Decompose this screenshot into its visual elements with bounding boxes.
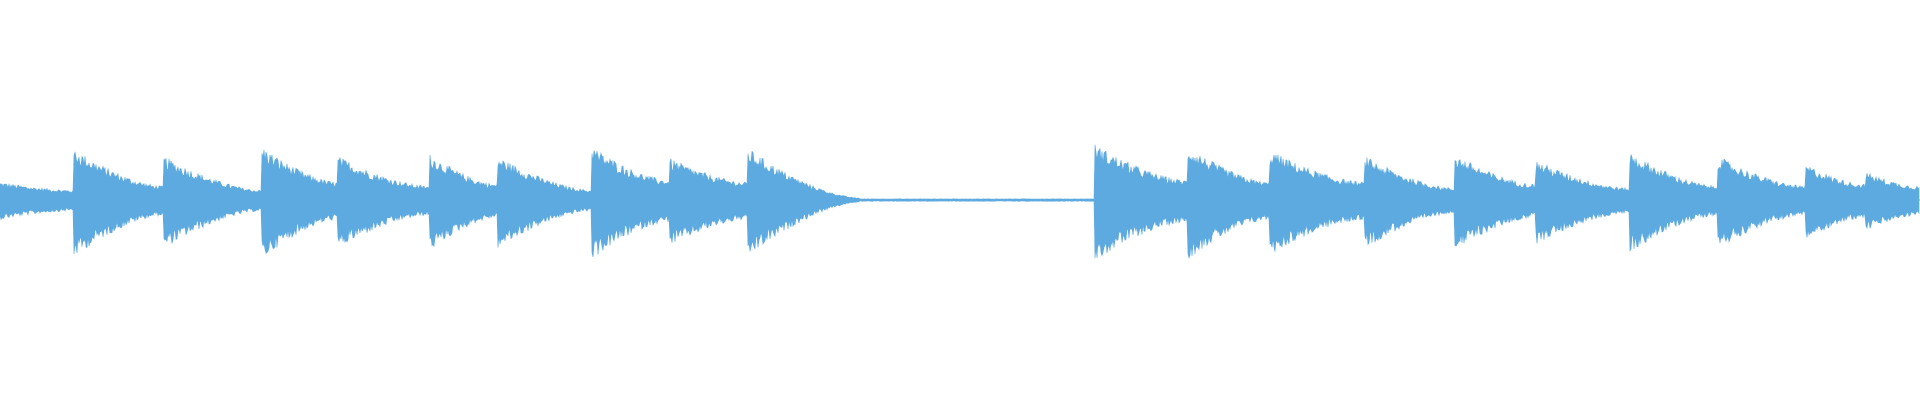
waveform-path	[0, 144, 1920, 260]
